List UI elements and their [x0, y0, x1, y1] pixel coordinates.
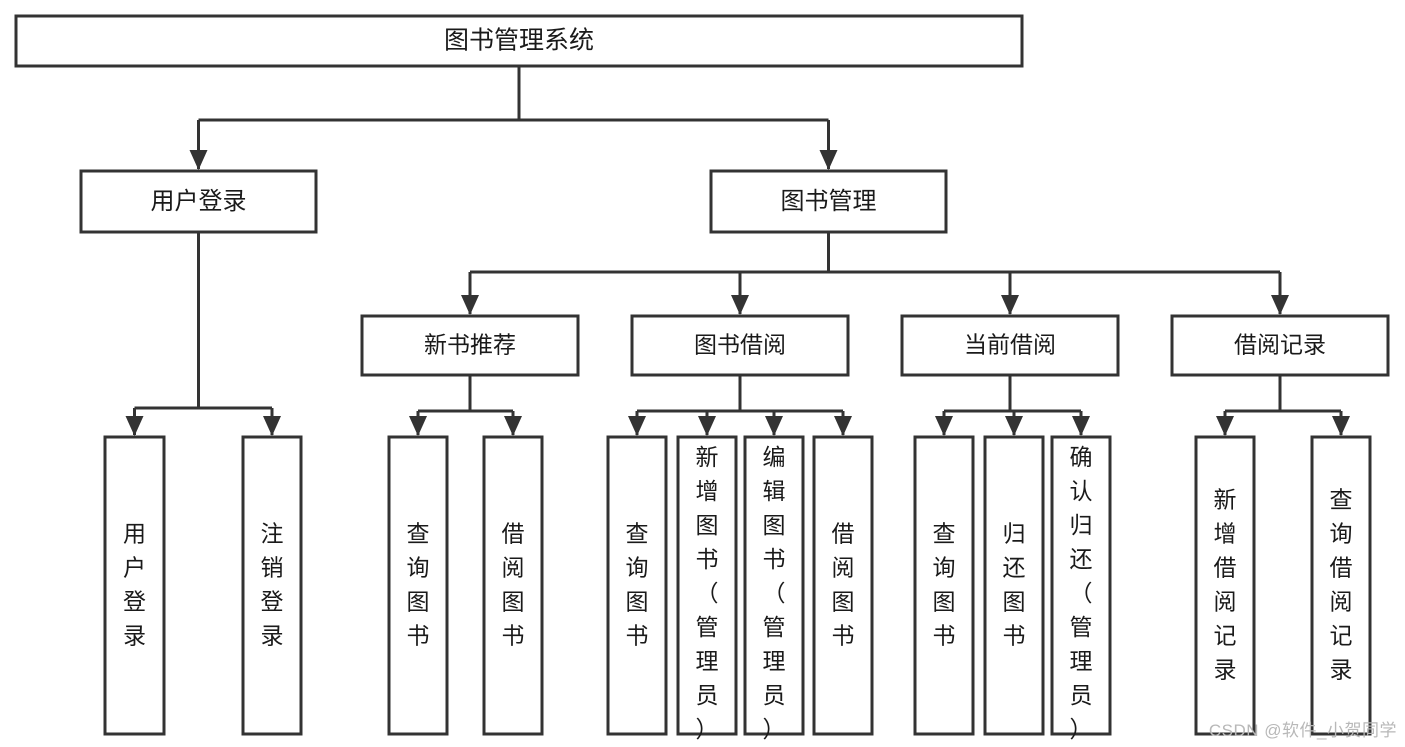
level2-node-0-label: 用户登录: [151, 188, 247, 215]
leaf-node-7-label: 借阅图书: [832, 521, 855, 649]
root-node-label: 图书管理系统: [444, 27, 594, 55]
leaf-node-7-box[interactable]: [812, 435, 874, 736]
arrow-head-icon: [461, 295, 479, 315]
arrow-head-icon: [731, 295, 749, 315]
leaf-node-2-label: 查询图书: [407, 521, 430, 649]
level3-node-1[interactable]: 图书借阅: [630, 314, 850, 377]
leaf-node-11[interactable]: 新增借阅记录: [1194, 435, 1256, 736]
leaf-node-9[interactable]: 归还图书: [983, 435, 1045, 736]
leaf-node-10-label: 确认归还（管理员）: [1070, 444, 1093, 742]
arrow-head-icon: [125, 416, 144, 436]
leaf-node-8[interactable]: 查询图书: [913, 435, 975, 736]
arrow-head-icon: [628, 416, 646, 436]
leaf-node-4-box[interactable]: [606, 435, 668, 736]
level3-node-0[interactable]: 新书推荐: [360, 314, 580, 377]
leaf-node-5-label: 新增图书（管理员）: [696, 444, 719, 742]
level3-node-0-label: 新书推荐: [424, 332, 516, 358]
level2-node-1[interactable]: 图书管理: [709, 169, 948, 234]
level2-node-1-box[interactable]: [709, 169, 948, 234]
leaf-node-0[interactable]: 用户登录: [103, 435, 166, 736]
arrow-head-icon: [409, 416, 427, 436]
level2-node-0[interactable]: 用户登录: [79, 169, 318, 234]
leaf-node-12-box[interactable]: [1310, 435, 1372, 736]
leaf-node-6[interactable]: 编辑图书（管理员）: [743, 435, 805, 742]
connector-layer: [125, 66, 1350, 436]
level3-node-2[interactable]: 当前借阅: [900, 314, 1120, 377]
leaf-node-3-label: 借阅图书: [502, 521, 525, 649]
level3-node-3[interactable]: 借阅记录: [1170, 314, 1390, 377]
leaf-node-0-label: 用户登录: [123, 521, 146, 649]
leaf-node-1-box[interactable]: [241, 435, 303, 736]
leaf-node-10[interactable]: 确认归还（管理员）: [1050, 435, 1112, 742]
leaf-node-6-box[interactable]: [743, 435, 805, 736]
level3-node-1-label: 图书借阅: [694, 332, 786, 358]
leaf-node-1-label: 注销登录: [261, 521, 284, 649]
arrow-head-icon: [263, 416, 281, 436]
arrow-head-icon: [698, 416, 716, 436]
level2-node-1-label: 图书管理: [781, 188, 877, 215]
level3-node-1-box[interactable]: [630, 314, 850, 377]
leaf-node-3-box[interactable]: [482, 435, 544, 736]
leaf-node-10-box[interactable]: [1050, 435, 1112, 736]
leaf-node-1[interactable]: 注销登录: [241, 435, 303, 736]
level3-node-3-box[interactable]: [1170, 314, 1390, 377]
leaf-node-0-box[interactable]: [103, 435, 166, 736]
arrow-head-icon: [189, 150, 208, 170]
level2-node-0-box[interactable]: [79, 169, 318, 234]
root-node-box[interactable]: [14, 14, 1024, 68]
leaf-node-12-label: 查询借阅记录: [1330, 487, 1353, 683]
node-layer: 图书管理系统用户登录图书管理新书推荐图书借阅当前借阅借阅记录用户登录注销登录查询…: [14, 14, 1390, 742]
arrow-head-icon: [765, 416, 783, 436]
leaf-node-7[interactable]: 借阅图书: [812, 435, 874, 736]
leaf-node-2[interactable]: 查询图书: [387, 435, 449, 736]
arrow-head-icon: [1005, 416, 1023, 436]
level3-node-2-box[interactable]: [900, 314, 1120, 377]
root-node[interactable]: 图书管理系统: [14, 14, 1024, 68]
leaf-node-11-label: 新增借阅记录: [1214, 487, 1237, 683]
leaf-node-8-label: 查询图书: [933, 521, 956, 649]
arrow-head-icon: [1271, 295, 1289, 315]
leaf-node-2-box[interactable]: [387, 435, 449, 736]
level3-node-3-label: 借阅记录: [1234, 332, 1326, 358]
level3-node-0-box[interactable]: [360, 314, 580, 377]
leaf-node-9-label: 归还图书: [1003, 521, 1026, 649]
arrow-head-icon: [1332, 416, 1350, 436]
arrow-head-icon: [1216, 416, 1234, 436]
leaf-node-5[interactable]: 新增图书（管理员）: [676, 435, 738, 742]
arrow-head-icon: [819, 150, 838, 170]
arrow-head-icon: [504, 416, 522, 436]
leaf-node-8-box[interactable]: [913, 435, 975, 736]
level3-node-2-label: 当前借阅: [964, 332, 1056, 358]
leaf-node-12[interactable]: 查询借阅记录: [1310, 435, 1372, 736]
leaf-node-6-label: 编辑图书（管理员）: [763, 444, 786, 742]
arrow-head-icon: [935, 416, 953, 436]
leaf-node-11-box[interactable]: [1194, 435, 1256, 736]
arrow-head-icon: [834, 416, 852, 436]
leaf-node-5-box[interactable]: [676, 435, 738, 736]
leaf-node-4[interactable]: 查询图书: [606, 435, 668, 736]
arrow-head-icon: [1001, 295, 1019, 315]
leaf-node-4-label: 查询图书: [626, 521, 649, 649]
leaf-node-9-box[interactable]: [983, 435, 1045, 736]
arrow-head-icon: [1072, 416, 1090, 436]
leaf-node-3[interactable]: 借阅图书: [482, 435, 544, 736]
